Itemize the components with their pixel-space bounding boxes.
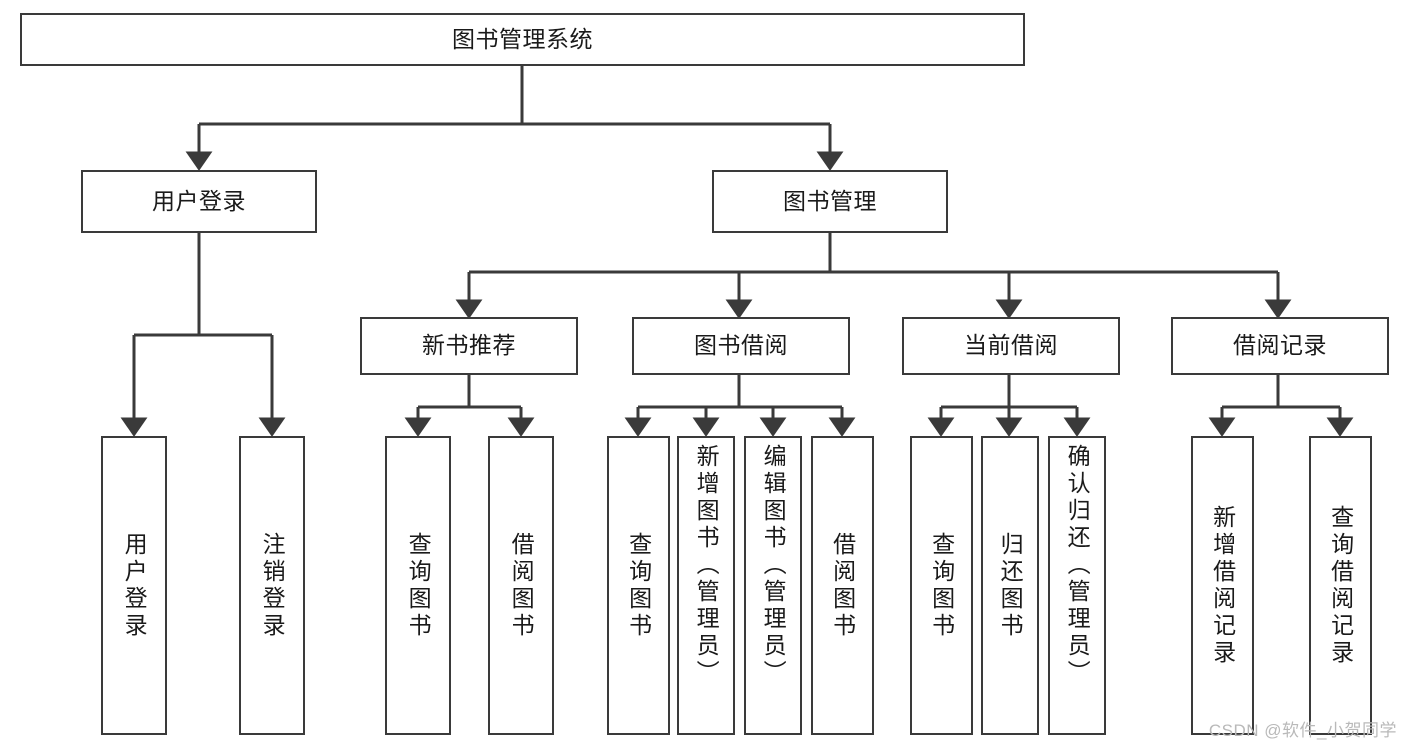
node-label: 查询图书 bbox=[625, 531, 652, 640]
leaf-edit-book[interactable]: 编辑图书（管理员） bbox=[744, 436, 802, 735]
node-label: 图书借阅 bbox=[694, 332, 788, 359]
node-label: 查询图书 bbox=[405, 531, 432, 640]
node-label: 新增借阅记录 bbox=[1209, 504, 1236, 667]
leaf-user-login[interactable]: 用户登录 bbox=[101, 436, 167, 735]
node-label: 用户登录 bbox=[121, 531, 148, 640]
node-label: 新增图书（管理员） bbox=[693, 444, 720, 687]
leaf-return-book[interactable]: 归还图书 bbox=[981, 436, 1039, 735]
node-label: 图书管理系统 bbox=[452, 25, 593, 52]
node-borrow-record[interactable]: 借阅记录 bbox=[1171, 317, 1389, 375]
node-book-borrow[interactable]: 图书借阅 bbox=[632, 317, 850, 375]
node-label: 确认归还（管理员） bbox=[1064, 444, 1091, 687]
node-label: 归还图书 bbox=[997, 531, 1024, 640]
node-current-borrow[interactable]: 当前借阅 bbox=[902, 317, 1120, 375]
node-root-图书管理系统[interactable]: 图书管理系统 bbox=[20, 13, 1025, 66]
node-label: 查询图书 bbox=[928, 531, 955, 640]
node-new-book-rec[interactable]: 新书推荐 bbox=[360, 317, 578, 375]
node-label: 注销登录 bbox=[259, 531, 286, 640]
node-label: 当前借阅 bbox=[964, 332, 1058, 359]
node-label: 借阅图书 bbox=[508, 531, 535, 640]
csdn-watermark: CSDN @软件_小贺同学 bbox=[1208, 721, 1397, 740]
node-label: 用户登录 bbox=[152, 187, 246, 214]
leaf-query-book-1[interactable]: 查询图书 bbox=[385, 436, 451, 735]
leaf-query-record[interactable]: 查询借阅记录 bbox=[1309, 436, 1372, 735]
leaf-query-book-3[interactable]: 查询图书 bbox=[910, 436, 973, 735]
leaf-user-logout[interactable]: 注销登录 bbox=[239, 436, 305, 735]
node-user-login[interactable]: 用户登录 bbox=[81, 170, 317, 233]
leaf-borrow-book-2[interactable]: 借阅图书 bbox=[811, 436, 874, 735]
leaf-add-book[interactable]: 新增图书（管理员） bbox=[677, 436, 735, 735]
node-book-manage[interactable]: 图书管理 bbox=[712, 170, 948, 233]
node-label: 新书推荐 bbox=[422, 332, 516, 359]
node-label: 查询借阅记录 bbox=[1327, 504, 1354, 667]
node-label: 编辑图书（管理员） bbox=[760, 444, 787, 687]
leaf-borrow-book-1[interactable]: 借阅图书 bbox=[488, 436, 554, 735]
node-label: 图书管理 bbox=[783, 187, 877, 214]
node-label: 借阅记录 bbox=[1233, 332, 1327, 359]
node-label: 借阅图书 bbox=[829, 531, 856, 640]
leaf-add-record[interactable]: 新增借阅记录 bbox=[1191, 436, 1254, 735]
leaf-confirm-return[interactable]: 确认归还（管理员） bbox=[1048, 436, 1106, 735]
leaf-query-book-2[interactable]: 查询图书 bbox=[607, 436, 670, 735]
